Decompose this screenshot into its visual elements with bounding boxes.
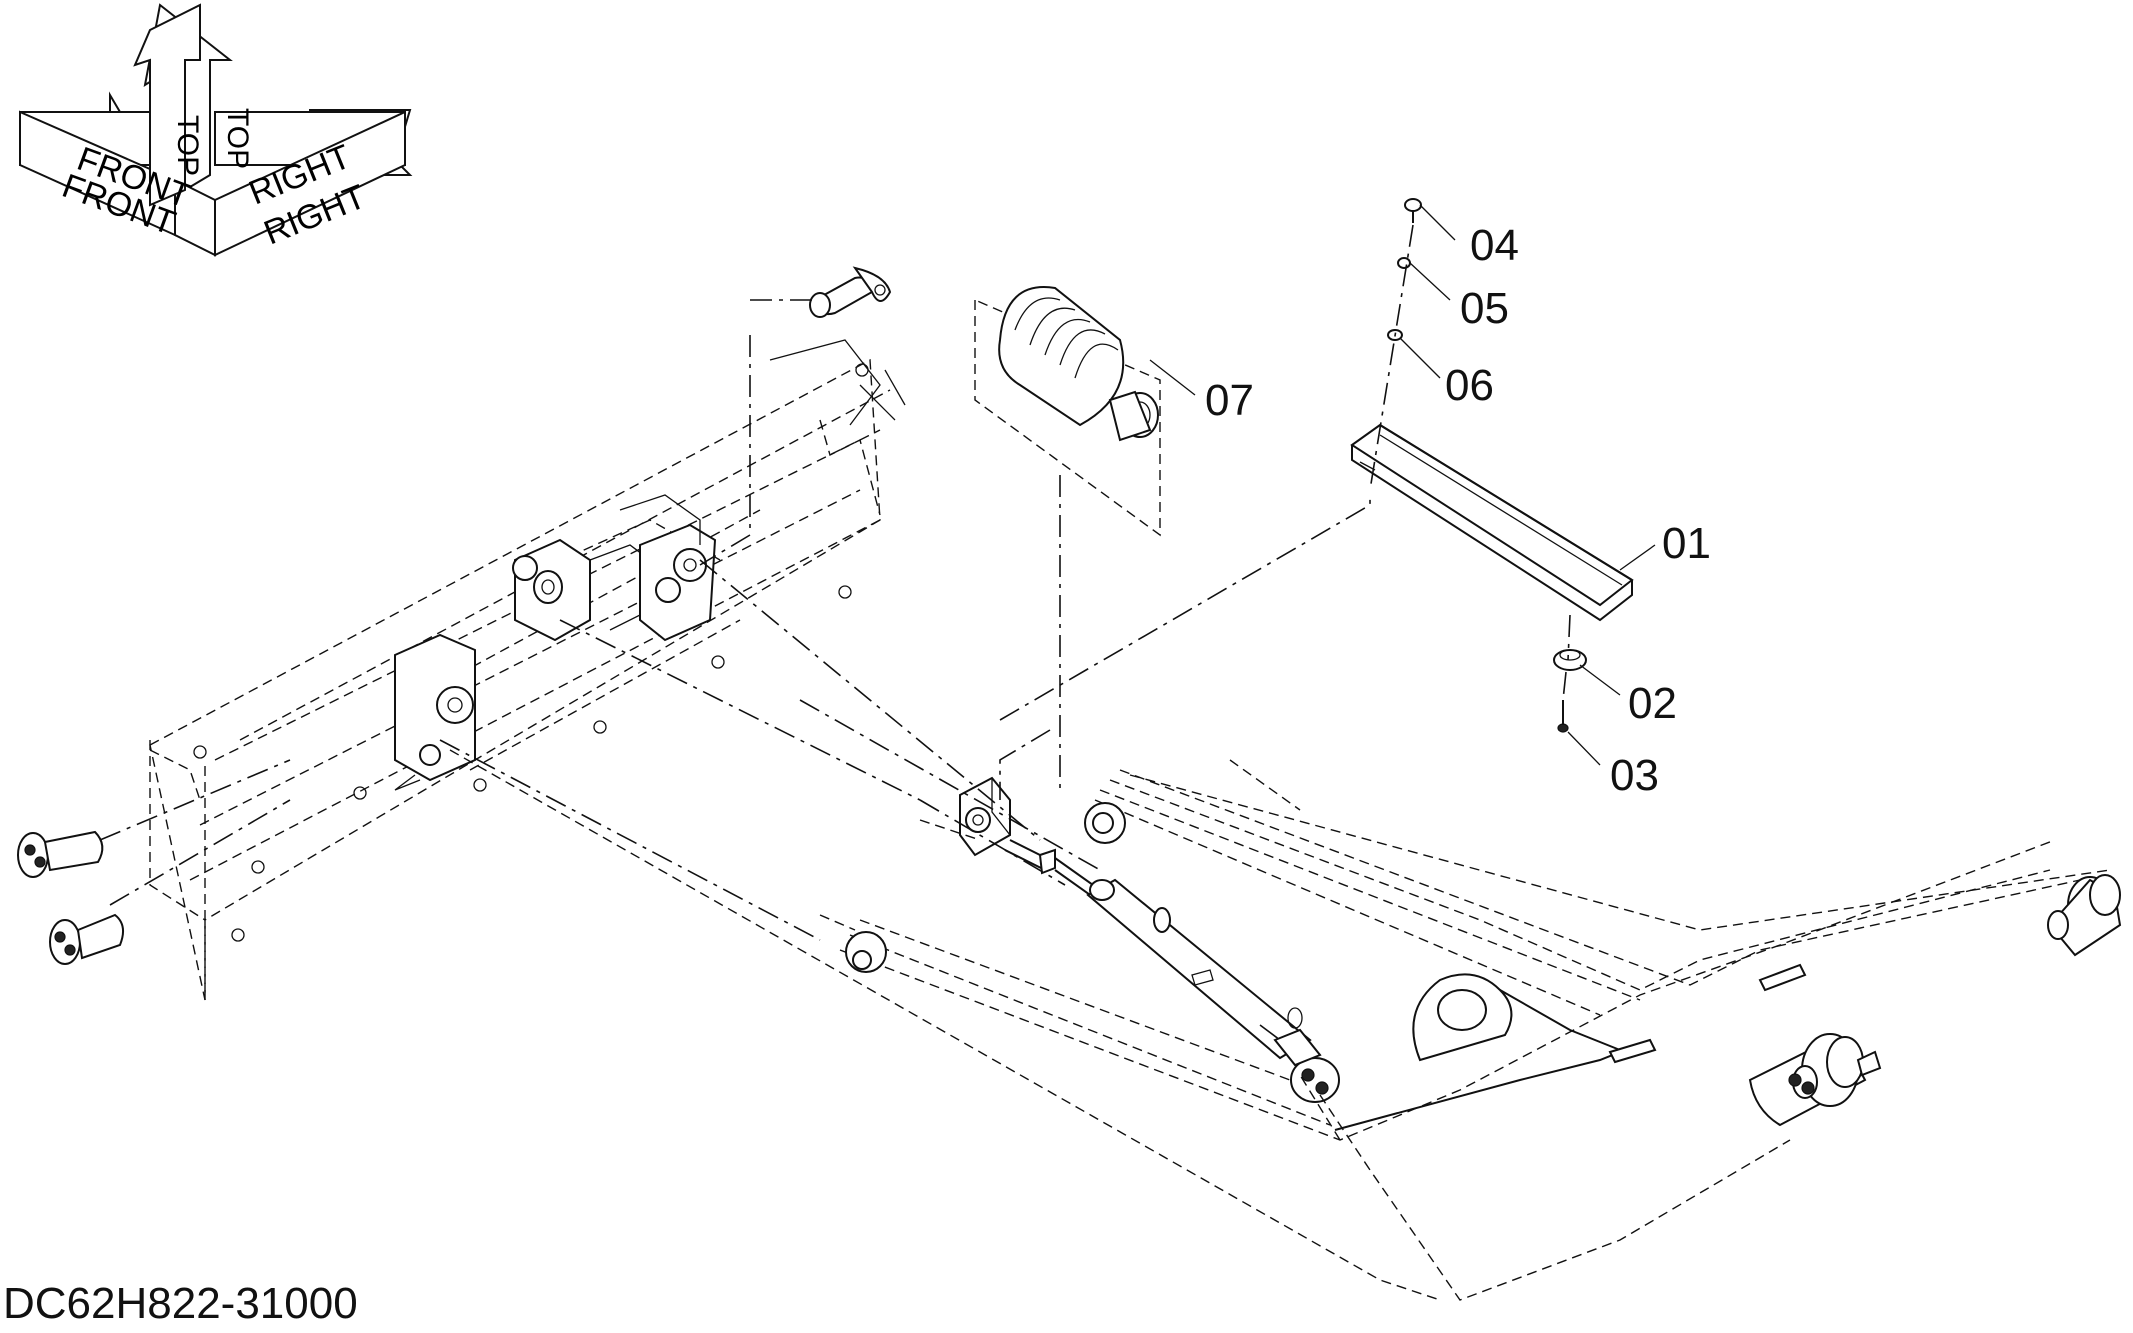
part-01-panel: [1350, 423, 1634, 622]
pivot-shaft-right-upper: [2047, 874, 2122, 957]
callout-labels: 04 05 06 07 01 02 03: [1205, 221, 1711, 800]
callout-02: 02: [1628, 679, 1677, 728]
top-label: TOP: [221, 108, 254, 169]
hinge-pin-left-1: [17, 830, 104, 878]
callout-05: 05: [1460, 284, 1509, 333]
hinge-bracket-lower: [394, 633, 476, 791]
rod-end-block: [959, 776, 1011, 857]
part-03-screw: [1557, 700, 1569, 733]
lift-cylinder: [1004, 839, 1340, 1103]
callout-07: 07: [1205, 376, 1254, 425]
callout-leaders: [1149, 204, 1656, 766]
callout-03: 03: [1610, 751, 1659, 800]
lift-arm: [839, 769, 2111, 1141]
callout-06: 06: [1445, 361, 1494, 410]
frame-rail-assembly: [149, 339, 906, 1001]
top-arrow-body: [133, 3, 201, 207]
part-05-washer: [1397, 257, 1411, 269]
assembly-centerlines: [99, 224, 1791, 1301]
callout-01: 01: [1662, 519, 1711, 568]
callout-04: 04: [1470, 221, 1519, 270]
part-02-grommet: [1553, 649, 1587, 671]
hinge-pin-top: [809, 266, 892, 318]
hinge-bracket-upper: [512, 494, 717, 642]
orientation-compass: FRONT FRONT TOP TOP RIGHT RIGHT: [19, 3, 413, 257]
top-label-back: TOP: [171, 115, 204, 176]
part-04-screw: [1404, 198, 1422, 223]
hinge-pin-left-2: [49, 913, 125, 965]
pivot-shaft-right-lower: [1748, 1033, 1882, 1127]
document-number: DC62H822-31000: [3, 1279, 358, 1328]
part-07-bellows-boot: [974, 286, 1161, 537]
